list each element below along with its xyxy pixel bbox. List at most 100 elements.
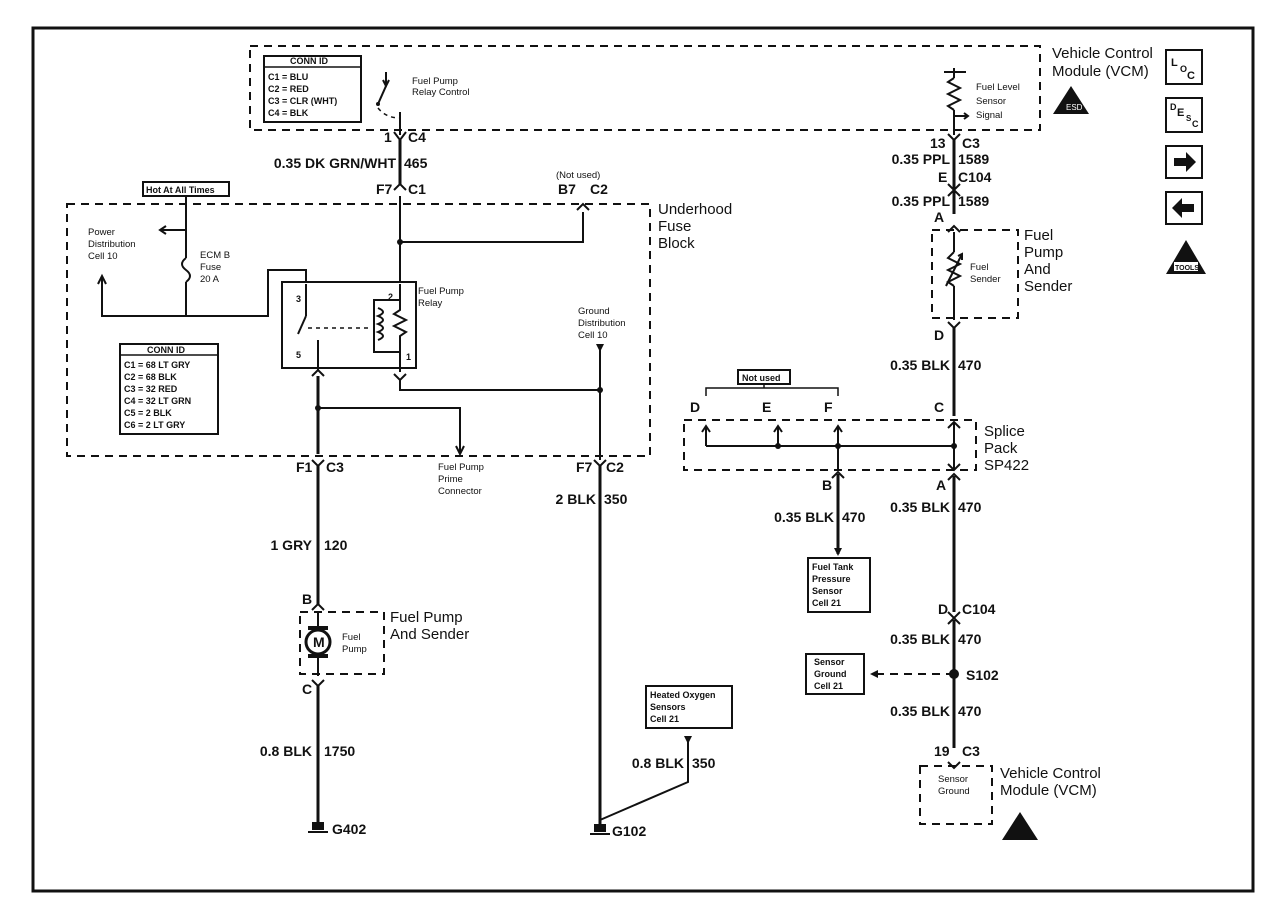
pin-c3-left: C3 bbox=[326, 459, 344, 475]
svg-text:S: S bbox=[1186, 114, 1192, 123]
wire-120-num: 120 bbox=[324, 537, 348, 553]
tank-label-4: Cell 21 bbox=[812, 598, 841, 608]
wire-1589b-color: 0.35 PPL bbox=[892, 193, 951, 209]
svg-text:D: D bbox=[1170, 102, 1177, 112]
heated-oxygen-box bbox=[645, 685, 733, 729]
pump-label-2: And Sender bbox=[390, 626, 469, 643]
ground-dist-3: Cell 10 bbox=[578, 330, 608, 341]
wire-350b-num: 350 bbox=[692, 755, 716, 771]
svg-text:C2 = 68 BLK: C2 = 68 BLK bbox=[124, 372, 177, 382]
svg-text:E: E bbox=[1177, 107, 1184, 119]
wire-465-num: 465 bbox=[404, 155, 428, 171]
prime-label-3: Connector bbox=[438, 486, 482, 497]
relay-pin-2: 2 bbox=[388, 292, 393, 302]
esd-icon-bottom bbox=[1002, 812, 1038, 840]
pin-c1: C1 bbox=[408, 181, 426, 197]
motor-label: M bbox=[313, 634, 325, 650]
tank-label-2: Pressure bbox=[812, 574, 851, 584]
fuel-pump-box bbox=[299, 611, 385, 675]
svg-text:C2 = RED: C2 = RED bbox=[268, 84, 309, 94]
back-arrow-icon[interactable] bbox=[1165, 191, 1203, 225]
h2o-label-2: Sensors bbox=[650, 702, 686, 712]
relay-pin-3: 3 bbox=[296, 294, 301, 304]
splice-label-1: Splice bbox=[984, 423, 1025, 440]
svg-text:C: C bbox=[1187, 70, 1195, 82]
fuel-level-label-2: Sensor bbox=[976, 96, 1006, 107]
description-nav-icon[interactable]: D E S C bbox=[1165, 97, 1203, 133]
h2o-label-3: Cell 21 bbox=[650, 714, 679, 724]
fuel-tank-pressure-box bbox=[807, 557, 871, 613]
fuse-block-label-1: Underhood bbox=[658, 201, 732, 218]
pump-inner-2: Pump bbox=[342, 644, 367, 655]
location-nav-icon[interactable]: L O C bbox=[1165, 49, 1203, 85]
pin-e: E bbox=[938, 169, 947, 185]
wire-470e-color: 0.35 BLK bbox=[890, 703, 950, 719]
svg-text:C6 = 2 LT GRY: C6 = 2 LT GRY bbox=[124, 420, 185, 430]
fuel-sender-label-3: And bbox=[1024, 261, 1051, 278]
svg-text:ESD: ESD bbox=[1066, 103, 1083, 112]
pin-13: 13 bbox=[930, 135, 946, 151]
pin-d-c104: D bbox=[938, 601, 948, 617]
relay-control-label-2: Relay Control bbox=[412, 87, 470, 98]
relay-label-2: Relay bbox=[418, 298, 443, 309]
pin-19: 19 bbox=[934, 743, 950, 759]
sensor-ground-3: Cell 21 bbox=[814, 681, 843, 691]
esd-icon-top: ESD bbox=[1053, 86, 1089, 114]
fuse-symbol bbox=[181, 257, 191, 283]
hot-at-all-times: Hot At All Times bbox=[146, 185, 215, 195]
pin-b7: B7 bbox=[558, 181, 576, 197]
tools-icon[interactable]: TOOLS bbox=[1166, 240, 1206, 274]
pin-a-splice: A bbox=[936, 477, 946, 493]
prime-label-2: Prime bbox=[438, 474, 463, 485]
svg-text:C4 = BLK: C4 = BLK bbox=[268, 108, 309, 118]
fuel-level-resistor bbox=[944, 68, 970, 135]
svg-text:TOOLS: TOOLS bbox=[1175, 265, 1199, 272]
diagram-frame bbox=[31, 26, 1255, 893]
fuse-block-box bbox=[66, 203, 651, 457]
wire-120-color: 1 GRY bbox=[271, 537, 313, 553]
wire-470e-num: 470 bbox=[958, 703, 982, 719]
wire-350-num: 350 bbox=[604, 491, 628, 507]
relay-control-label-1: Fuel Pump bbox=[412, 76, 458, 87]
fuel-sender-label-2: Pump bbox=[1024, 244, 1063, 261]
prime-label-1: Fuel Pump bbox=[438, 462, 484, 473]
next-arrow-icon[interactable] bbox=[1165, 145, 1203, 179]
pin-c3: C3 bbox=[962, 135, 980, 151]
pin-f-not: F bbox=[824, 399, 833, 415]
pin-d-fuel: D bbox=[934, 327, 944, 343]
fuel-sender-label-4: Sender bbox=[1024, 278, 1072, 295]
wire-470a-num: 470 bbox=[958, 357, 982, 373]
pin-c2-top: C2 bbox=[590, 181, 608, 197]
h2o-label-1: Heated Oxygen bbox=[650, 690, 716, 700]
pin-c3-vcm: C3 bbox=[962, 743, 980, 759]
not-used-top: (Not used) bbox=[556, 170, 600, 181]
sensor-ground-1: Sensor bbox=[814, 657, 845, 667]
vcm-conn-id-table: CONN ID C1 = BLU C2 = RED C3 = CLR (WHT)… bbox=[263, 55, 362, 123]
wire-470d-num: 470 bbox=[958, 631, 982, 647]
pin-d-not: D bbox=[690, 399, 700, 415]
pin-b-pump: B bbox=[302, 591, 312, 607]
pin-e-not: E bbox=[762, 399, 771, 415]
pin-c4: C4 bbox=[408, 129, 426, 145]
splice-label-2: Pack bbox=[984, 440, 1018, 457]
pin-c-splice: C bbox=[934, 399, 944, 415]
wire-470d-color: 0.35 BLK bbox=[890, 631, 950, 647]
pin-c104: C104 bbox=[958, 169, 992, 185]
svg-text:L: L bbox=[1171, 57, 1178, 69]
s102-label: S102 bbox=[966, 667, 999, 683]
svg-text:C1 = 68 LT GRY: C1 = 68 LT GRY bbox=[124, 360, 190, 370]
svg-text:C1 = BLU: C1 = BLU bbox=[268, 72, 308, 82]
svg-text:C5 = 2 BLK: C5 = 2 BLK bbox=[124, 408, 172, 418]
wire-1750-num: 1750 bbox=[324, 743, 355, 759]
splice-label-3: SP422 bbox=[984, 457, 1029, 474]
fuel-level-label-1: Fuel Level bbox=[976, 82, 1020, 93]
splice-s102 bbox=[949, 669, 959, 679]
tank-label-3: Sensor bbox=[812, 586, 843, 596]
svg-text:C3 = CLR (WHT): C3 = CLR (WHT) bbox=[268, 96, 337, 106]
vcm-bottom-label-1: Vehicle Control bbox=[1000, 765, 1101, 782]
wire-350b-color: 0.8 BLK bbox=[632, 755, 684, 771]
wire-470a-color: 0.35 BLK bbox=[890, 357, 950, 373]
svg-text:O: O bbox=[1180, 64, 1187, 74]
tank-label-1: Fuel Tank bbox=[812, 562, 854, 572]
